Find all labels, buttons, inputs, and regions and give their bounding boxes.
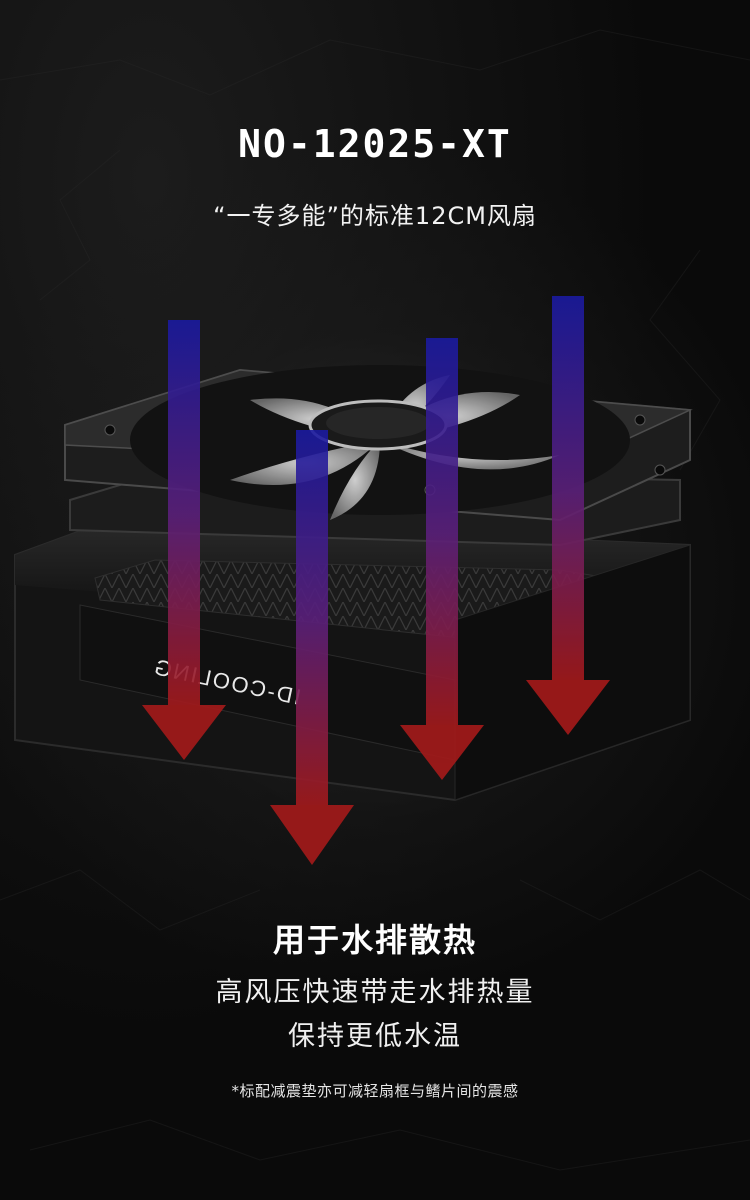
feature-heading: 用于水排散热 <box>272 921 477 959</box>
product-subtitle: “一专多能”的标准12CM风扇 <box>213 202 537 230</box>
fan-icon <box>64 365 693 522</box>
model-title: NO-12025-XT <box>238 122 512 166</box>
product-illustration: ID-COOLING <box>14 296 693 865</box>
feature-description-line1: 高风压快速带走水排热量 <box>215 977 535 1008</box>
footnote: *标配减震垫亦可减轻扇框与鳍片间的震感 <box>231 1082 519 1100</box>
feature-description-line2: 保持更低水温 <box>288 1021 462 1052</box>
radiator-icon <box>14 518 691 802</box>
airflow-arrows <box>142 296 610 865</box>
